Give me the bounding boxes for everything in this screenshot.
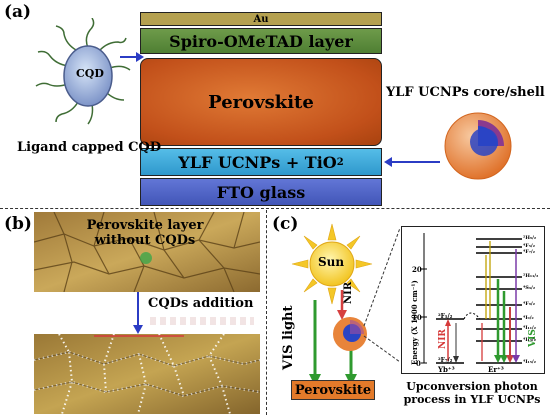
au-layer-label: Au xyxy=(253,13,269,25)
energy-axis-label: Energy (X 1000 cm⁻¹) xyxy=(410,280,419,365)
spiro-layer: Spiro-OMeTAD layer xyxy=(140,28,382,54)
energy-level-graphic xyxy=(421,233,522,364)
cqd-addition-label: CQDs addition xyxy=(148,296,254,311)
ucnp-arrow xyxy=(384,157,440,167)
ucnp-core-shell-graphic xyxy=(444,112,512,180)
perovskite-box: Perovskite xyxy=(291,380,375,400)
ucnp-caption: YLF UCNPs core/shell xyxy=(386,85,545,100)
cqd-addition-arrow xyxy=(133,292,143,334)
fto-layer: FTO glass xyxy=(140,178,382,206)
faded-text-artifact xyxy=(150,317,254,325)
er-level-4: ⁴F₉/₂ xyxy=(523,301,535,307)
perovskite-without-cqd-image xyxy=(34,212,260,292)
er-level-2: ⁴I₁₁/₂ xyxy=(523,325,536,331)
vertical-separator xyxy=(266,210,267,415)
upconversion-caption-line2: process in YLF UCNPs xyxy=(403,393,541,406)
perovskite-layer-label: Perovskite xyxy=(208,91,314,113)
fto-layer-label: FTO glass xyxy=(216,182,306,202)
perovskite-with-cqd-image xyxy=(34,334,260,414)
er-ion-label: Er⁺³ xyxy=(488,365,504,374)
er-level-0: ⁴I₁₅/₂ xyxy=(523,359,536,365)
nir-transition-label: NIR xyxy=(438,329,448,349)
sun-icon xyxy=(291,223,373,305)
er-level-8: ⁴F₅/₂ xyxy=(523,243,535,249)
upconversion-caption-line1: Upconversion photon xyxy=(406,380,538,393)
yb-ion-label: Yb⁺³ xyxy=(438,365,455,374)
er-level-7: ⁴F₇/₂ xyxy=(523,249,535,255)
cqd-caption: Ligand capped CQD xyxy=(17,140,162,155)
er-level-9: ²H₉/₂ xyxy=(523,235,537,241)
tio2-subscript: 2 xyxy=(336,156,344,168)
cqd-arrow xyxy=(120,52,144,62)
perovskite-box-label: Perovskite xyxy=(294,382,372,398)
tick-0: 0 xyxy=(416,359,421,368)
sun-label: Sun xyxy=(318,255,345,269)
er-level-5: ⁴S₃/₂ xyxy=(523,285,536,291)
au-layer: Au xyxy=(140,12,382,26)
without-cqd-caption-line1: Perovskite layer xyxy=(86,218,204,233)
tick-20: 20 xyxy=(412,265,422,274)
tick-10: 10 xyxy=(412,313,422,322)
without-cqd-caption: Perovskite layer without CQDs xyxy=(70,218,220,248)
ucnp-small-graphic xyxy=(333,317,367,351)
without-cqd-caption-line2: without CQDs xyxy=(94,233,196,248)
spiro-layer-label: Spiro-OMeTAD layer xyxy=(169,31,353,51)
yb-level-upper: ²F₅/₂ xyxy=(438,313,453,320)
panel-b-label: (b) xyxy=(4,214,32,234)
ylf-tio2-layer-label: YLF UCNPs + TiO xyxy=(178,152,337,172)
upconversion-caption: Upconversion photon process in YLF UCNPs xyxy=(394,380,550,406)
zoom-connector-lines xyxy=(363,227,401,363)
er-level-3: ⁴I₉/₂ xyxy=(523,315,534,321)
vis-light-label: VIS light xyxy=(281,305,296,370)
nir-arrow xyxy=(337,290,347,320)
er-level-6: ²H₁₁/₂ xyxy=(523,273,539,279)
energy-level-diagram: Energy (X 1000 cm⁻¹) 0 10 20 ²F₅/₂ ²F₇/₂… xyxy=(401,226,545,374)
nir-label: NIR xyxy=(343,281,354,304)
cqd-label: CQD xyxy=(76,67,104,80)
panel-a-label: (a) xyxy=(4,2,32,22)
perovskite-layer: Perovskite xyxy=(140,58,382,146)
er-level-1: ⁴I₁₃/₂ xyxy=(523,337,536,343)
cqd-particle-graphic xyxy=(35,18,131,125)
horizontal-separator xyxy=(0,208,550,209)
yb-level-lower: ²F₇/₂ xyxy=(438,357,453,364)
panel-c-label: (c) xyxy=(272,214,299,234)
